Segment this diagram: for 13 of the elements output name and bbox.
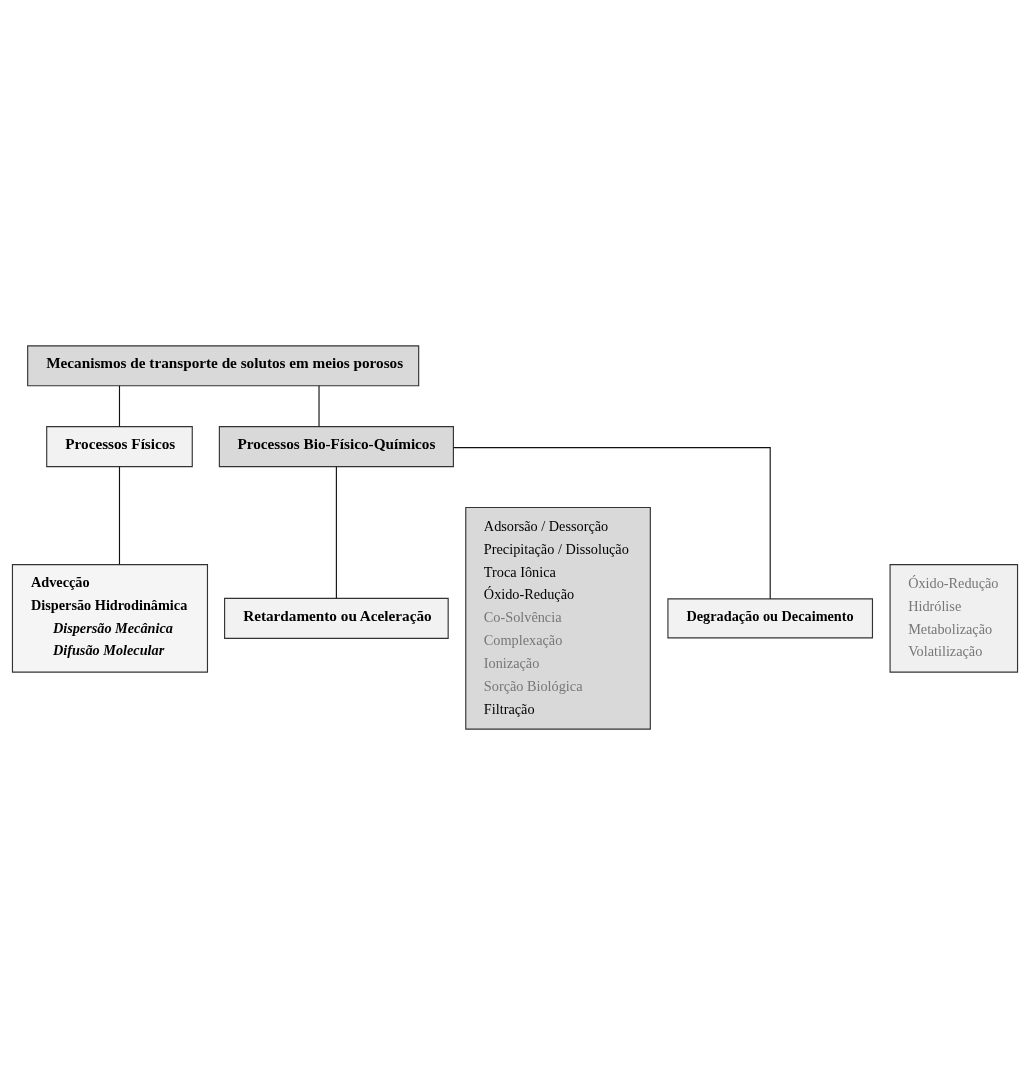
- node-box: Processos Bio-Físico-Químicos: [218, 426, 454, 468]
- node-box: Processos Físicos: [46, 426, 193, 468]
- node-box: Degradação ou Decaimento: [667, 598, 874, 639]
- node-box: Adsorsão / Dessorção Precipitação / Dissolução Troca Iônica Óxido-Redução Co-Solvência Complexação Ionização Sorção Biológica Filtração: [465, 506, 651, 730]
- node-box: Mecanismos de transporte de solutos em meios porosos: [27, 345, 420, 387]
- connector: [452, 447, 771, 600]
- node-box: Óxido-Redução Hidrólise Metabolização Volatilização: [889, 564, 1019, 673]
- node-box: Retardamento ou Aceleração: [224, 597, 449, 639]
- connector: [118, 385, 121, 428]
- connector: [318, 385, 320, 428]
- connector: [335, 466, 337, 599]
- connector: [118, 466, 121, 565]
- node-box: Advecção Dispersão Hidrodinâmica Dispersão Mecânica Difusão Molecular: [11, 564, 209, 673]
